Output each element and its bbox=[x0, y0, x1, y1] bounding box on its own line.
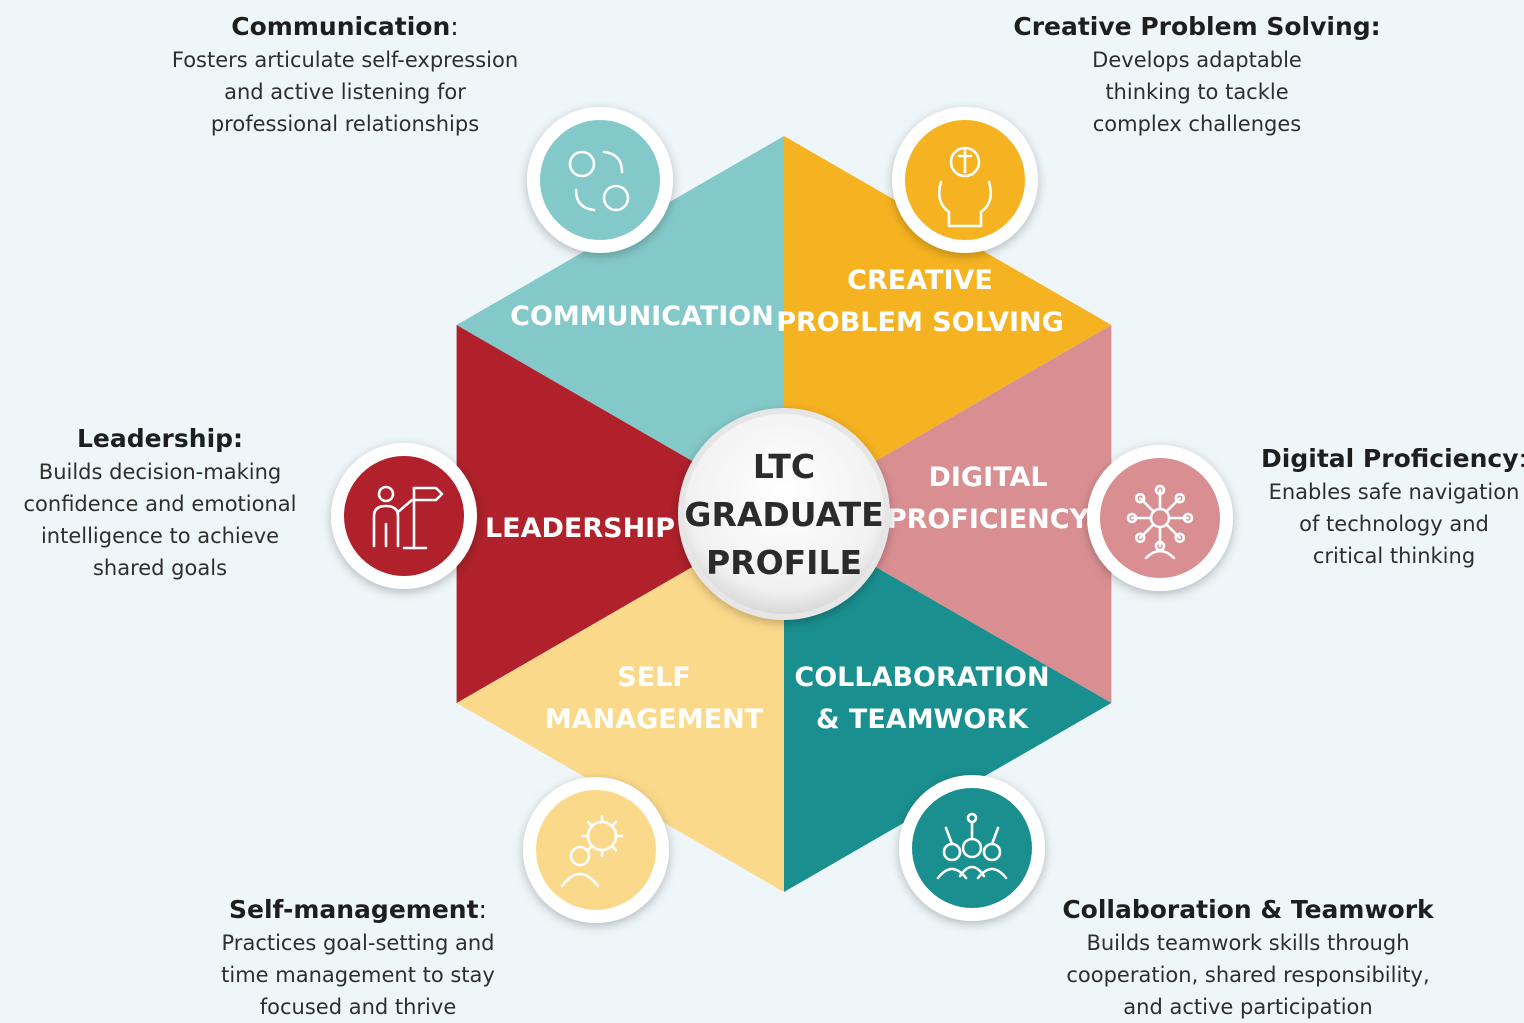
segment-label-collaboration: & TEAMWORK bbox=[816, 704, 1029, 735]
desc-collaboration: Collaboration & Teamwork Builds teamwork… bbox=[1040, 893, 1456, 1023]
desc-collaboration-line: and active participation bbox=[1123, 995, 1373, 1019]
desc-selfmgmt-line: focused and thrive bbox=[259, 995, 457, 1019]
segment-creative bbox=[784, 136, 1112, 514]
segment-label-communication: COMMUNICATION bbox=[510, 301, 774, 332]
desc-leadership-line: confidence and emotional bbox=[23, 492, 297, 516]
desc-selfmgmt-title: Self-management bbox=[229, 895, 479, 924]
center-title-line: LTC bbox=[753, 447, 815, 486]
desc-collaboration-line: cooperation, shared responsibility, bbox=[1066, 963, 1430, 987]
segment-label-creative: CREATIVE bbox=[847, 265, 993, 296]
icon-glyph bbox=[936, 812, 1008, 880]
network-person-icon bbox=[1087, 445, 1233, 591]
wheel-segments: COMMUNICATION CREATIVE PROBLEM SOLVING DIGI… bbox=[456, 136, 1112, 892]
icon-glyph bbox=[1126, 484, 1194, 560]
desc-leadership-line: Builds decision-making bbox=[38, 460, 282, 484]
center-title-line: PROFILE bbox=[706, 543, 862, 582]
segment-communication bbox=[456, 136, 784, 514]
icon-badge-fill bbox=[540, 120, 660, 240]
segment-digital bbox=[784, 325, 1112, 703]
segment-label-digital: PROFICIENCY bbox=[887, 504, 1090, 535]
segment-label-digital: DIGITAL bbox=[928, 462, 1047, 493]
segment-label-creative: PROBLEM SOLVING bbox=[776, 307, 1064, 338]
desc-leadership-title: Leadership: bbox=[76, 424, 244, 453]
desc-digital-line: critical thinking bbox=[1312, 544, 1476, 568]
desc-digital-title: Digital Proficiency bbox=[1261, 444, 1519, 473]
desc-communication-line: Fosters articulate self-expression bbox=[171, 48, 519, 72]
desc-communication-colon: : bbox=[450, 12, 459, 41]
desc-collaboration-title: Collaboration & Teamwork bbox=[1062, 895, 1434, 924]
desc-communication-title: Communication bbox=[231, 12, 451, 41]
desc-selfmgmt: Self-management: Practices goal-setting … bbox=[188, 893, 528, 1023]
icon-glyph bbox=[937, 146, 993, 228]
desc-digital: Digital Proficiency: Enables safe naviga… bbox=[1254, 442, 1524, 572]
desc-leadership: Leadership: Builds decision-making confi… bbox=[0, 422, 320, 584]
two-heads-exchange-icon bbox=[527, 107, 673, 253]
desc-creative-line: complex challenges bbox=[1092, 112, 1302, 136]
desc-creative-line: Develops adaptable bbox=[1092, 48, 1302, 72]
desc-communication: Communication: Fosters articulate self-e… bbox=[150, 10, 540, 140]
desc-digital-line: of technology and bbox=[1299, 512, 1489, 536]
icon-glyph bbox=[568, 150, 630, 212]
icon-glyph bbox=[560, 814, 624, 888]
wheel-icons bbox=[331, 107, 1233, 923]
desc-digital-line: Enables safe navigation bbox=[1268, 480, 1520, 504]
center-title-line: GRADUATE bbox=[684, 495, 883, 534]
desc-selfmgmt-line: Practices goal-setting and bbox=[221, 931, 495, 955]
desc-collaboration-line: Builds teamwork skills through bbox=[1086, 931, 1410, 955]
desc-leadership-line: shared goals bbox=[92, 556, 228, 580]
desc-creative-line: thinking to tackle bbox=[1105, 80, 1289, 104]
team-network-icon bbox=[899, 775, 1045, 921]
segment-label-leadership: LEADERSHIP bbox=[485, 513, 675, 544]
center-hub: LTC GRADUATE PROFILE bbox=[678, 408, 890, 620]
icon-glyph bbox=[372, 485, 444, 550]
desc-communication-line: and active listening for bbox=[224, 80, 466, 104]
icon-badge-fill bbox=[344, 456, 464, 576]
gear-person-icon bbox=[523, 777, 669, 923]
segment-selfmgmt bbox=[456, 514, 784, 892]
segment-label-selfmgmt: MANAGEMENT bbox=[545, 704, 764, 735]
segment-collaboration bbox=[784, 514, 1112, 892]
desc-leadership-line: intelligence to achieve bbox=[40, 524, 280, 548]
segment-label-collaboration: COLLABORATION bbox=[794, 662, 1049, 693]
desc-digital-colon: : bbox=[1519, 444, 1524, 473]
person-signpost-icon bbox=[331, 443, 477, 589]
desc-selfmgmt-line: time management to stay bbox=[221, 963, 495, 987]
desc-communication-line: professional relationships bbox=[210, 112, 480, 136]
desc-creative: Creative Problem Solving: Develops adapt… bbox=[1000, 10, 1394, 140]
icon-badge-fill bbox=[912, 788, 1032, 908]
lightbulb-head-icon bbox=[892, 107, 1038, 253]
segment-leadership bbox=[456, 325, 784, 703]
desc-selfmgmt-colon: : bbox=[478, 895, 487, 924]
icon-badge-fill bbox=[905, 120, 1025, 240]
segment-label-selfmgmt: SELF bbox=[617, 662, 691, 693]
icon-badge-fill bbox=[1100, 458, 1220, 578]
center-hub-face bbox=[684, 414, 884, 614]
desc-creative-title: Creative Problem Solving: bbox=[1013, 12, 1381, 41]
